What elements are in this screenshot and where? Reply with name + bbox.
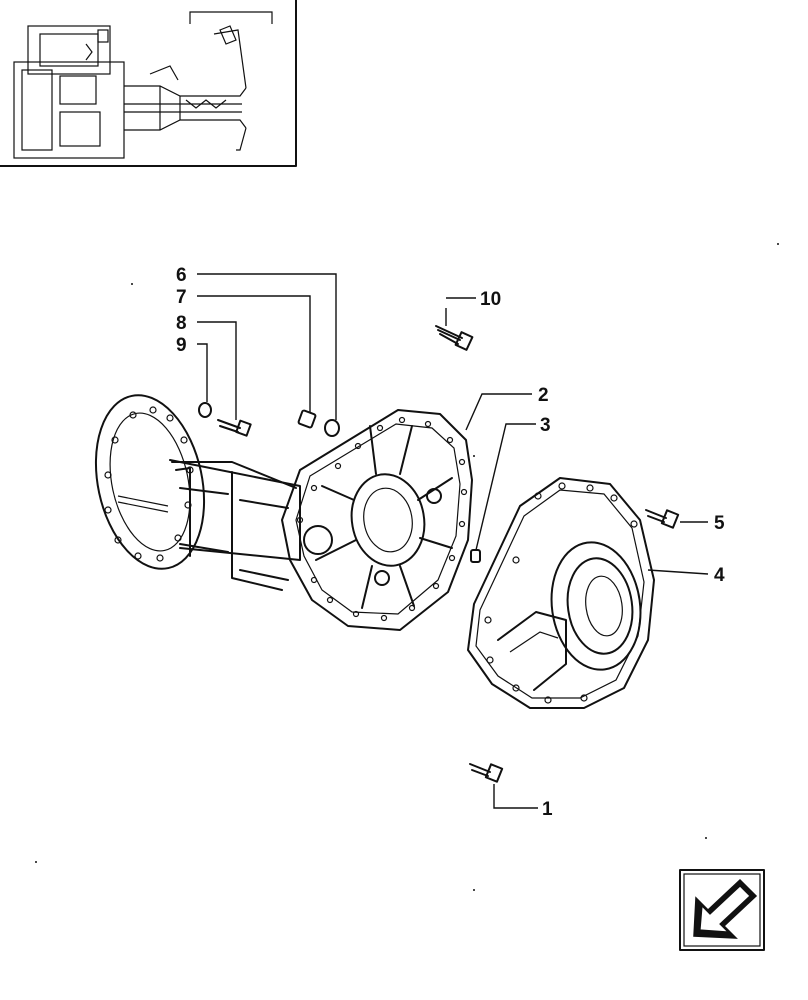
callout-3: 3 <box>540 415 551 436</box>
bolt-10[interactable] <box>435 325 474 351</box>
callout-2: 2 <box>538 385 549 406</box>
bottom-left-arrow-icon[interactable] <box>679 869 765 951</box>
locator-thumbnail[interactable] <box>0 0 297 167</box>
bolt-1[interactable] <box>469 763 504 783</box>
callout-8: 8 <box>176 313 187 334</box>
axle-housing[interactable] <box>81 385 301 591</box>
callout-6: 6 <box>176 265 187 286</box>
dowel-3[interactable] <box>470 549 481 563</box>
callout-5: 5 <box>714 513 725 534</box>
leader-lines <box>197 273 709 809</box>
carrier-flange[interactable] <box>281 409 473 631</box>
bolt-5[interactable] <box>645 509 680 529</box>
callout-7: 7 <box>176 287 187 308</box>
plug-7[interactable] <box>297 409 317 429</box>
callout-4: 4 <box>714 565 725 586</box>
callouts: 6 7 8 9 10 2 3 5 4 1 <box>176 265 725 820</box>
callout-9: 9 <box>176 335 187 356</box>
callout-1: 1 <box>542 799 553 820</box>
seal-6[interactable] <box>324 419 340 437</box>
final-drive-cover[interactable] <box>467 477 655 709</box>
washer-9[interactable] <box>198 402 212 418</box>
screw-8[interactable] <box>217 419 252 437</box>
callout-10: 10 <box>480 289 501 310</box>
scan-specks <box>35 243 779 891</box>
